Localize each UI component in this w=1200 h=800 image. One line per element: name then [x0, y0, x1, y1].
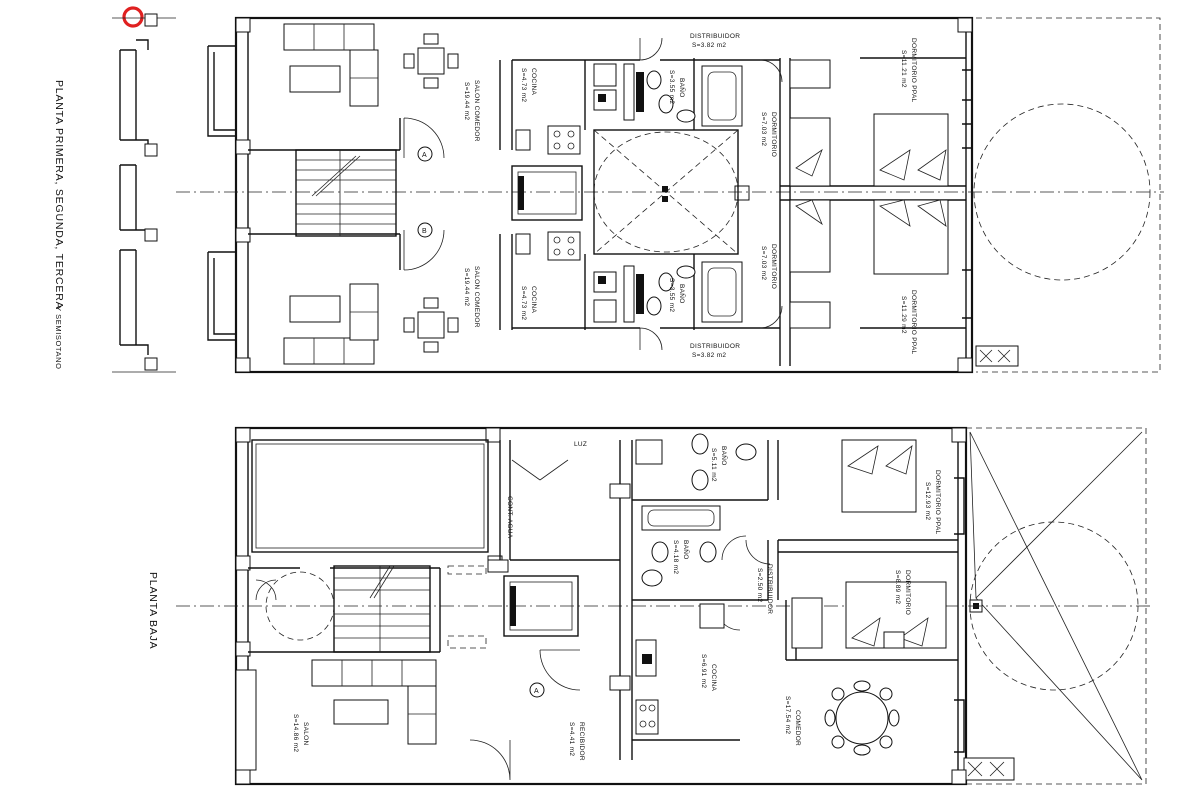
label-dist-b-name: DISTRIBUIDOR — [690, 343, 740, 350]
label-cocina-b-area: S=4.73 m2 — [520, 286, 527, 320]
label-bano2-name: BAÑO — [682, 540, 691, 560]
upper-room-labels: SALON COMEDOR S=19.44 m2 COCINA S=4.73 m… — [463, 33, 917, 359]
upper-elevator — [511, 165, 583, 221]
label-dorm-a-name: DORMITORIO — [770, 112, 777, 157]
label-bano-b-area: S=3.55 m2 — [668, 278, 675, 312]
label-ppal-b-name: DORMITORIO PPAL — [910, 290, 917, 355]
label-cocina-b-name: COCINA — [530, 286, 537, 313]
label-ppal-b-area: S=11.29 m2 — [900, 296, 907, 334]
upper-plan-title-sub: Y SEMISOTANO — [54, 306, 63, 370]
upper-light-well — [593, 129, 739, 255]
upper-plan-title-main: PLANTA PRIMERA, SEGUNDA, TERCERA — [53, 80, 65, 309]
label-dist-b-area: S=3.82 m2 — [692, 352, 726, 359]
label-cocina-a-area: S=4.73 m2 — [520, 68, 527, 102]
upper-living-furniture-b — [283, 283, 459, 365]
label-cocina-a-name: COCINA — [530, 68, 537, 95]
label-dorm-a-area: S=7.03 m2 — [760, 112, 767, 146]
lower-living-furniture — [235, 559, 509, 771]
upper-bath-fixtures — [593, 63, 743, 323]
label-dorm-b-area: S=7.03 m2 — [760, 246, 767, 280]
label-dorm2-name: DORMITORIO — [904, 570, 911, 615]
upper-bedroom-furniture — [789, 59, 949, 329]
label-recibidor-area: S=4.41 m2 — [568, 722, 575, 756]
label-cont-agua: CONT. AGUA — [506, 496, 513, 539]
upper-staircase — [295, 149, 397, 237]
door-marker-b: B — [422, 228, 427, 235]
door-marker-a: A — [422, 152, 427, 159]
lower-floor-plan: A — [176, 426, 1150, 786]
label-salon-area: S=14.86 m2 — [292, 714, 299, 752]
lower-plan-title: PLANTA BAJA — [147, 572, 159, 649]
lower-elevator — [503, 575, 579, 637]
label-dorm1-area: S=12.93 m2 — [924, 482, 931, 520]
label-salon-b-area: S=19.44 m2 — [463, 268, 470, 306]
label-dist-name: DISTRIBUIDOR — [766, 564, 773, 614]
upper-plan-title: PLANTA PRIMERA, SEGUNDA, TERCERA Y SEMIS… — [53, 80, 65, 370]
lower-kitchen-fixtures — [609, 483, 725, 735]
lower-room-labels: SALON S=14.86 m2 RECIBIDOR S=4.41 m2 COC… — [292, 441, 941, 761]
label-dist-area: S=2.50 m2 — [756, 568, 763, 602]
label-dist-a-area: S=3.82 m2 — [692, 42, 726, 49]
label-dist-a-name: DISTRIBUIDOR — [690, 33, 740, 40]
door-marker-ground: A — [534, 688, 539, 695]
label-salon-name: SALON — [302, 722, 309, 746]
label-bano-a-area: S=3.55 m2 — [668, 70, 675, 104]
lower-bedroom-furniture — [791, 439, 947, 649]
label-salon-b-name: SALON COMEDOR — [473, 266, 480, 328]
upper-living-furniture-a — [283, 23, 459, 107]
lower-dining-table — [824, 680, 900, 756]
label-dorm-b-name: DORMITORIO — [770, 244, 777, 289]
upper-left-facade — [112, 13, 176, 373]
lower-bath-fixtures — [635, 433, 757, 587]
label-ppal-a-name: DORMITORIO PPAL — [910, 38, 917, 103]
label-cocina-area: S=6.91 m2 — [700, 654, 707, 688]
label-ppal-a-area: S=11.21 m2 — [900, 50, 907, 88]
label-dorm2-area: S=8.89 m2 — [894, 570, 901, 604]
label-bano1-name: BAÑO — [720, 446, 729, 466]
label-recibidor-name: RECIBIDOR — [578, 722, 585, 761]
label-bano-a-name: BAÑO — [678, 78, 687, 98]
label-bano2-area: S=4.18 m2 — [672, 540, 679, 574]
label-cocina-name: COCINA — [710, 664, 717, 691]
red-marker-icon — [122, 6, 144, 28]
label-bano-b-name: BAÑO — [678, 284, 687, 304]
lower-staircase — [333, 565, 431, 653]
lower-pool — [251, 439, 489, 553]
label-comedor-name: COMEDOR — [794, 710, 801, 746]
label-dorm1-name: DORMITORIO PPAL — [934, 470, 941, 535]
label-salon-a-area: S=19.44 m2 — [463, 82, 470, 120]
label-comedor-area: S=17.54 m2 — [784, 696, 791, 734]
upper-envelope — [234, 16, 974, 374]
upper-kitchen-fixtures — [515, 125, 581, 261]
label-luz: LUZ — [574, 441, 587, 448]
upper-floor-plan: A B — [112, 13, 1164, 374]
label-salon-a-name: SALON COMEDOR — [473, 80, 480, 142]
label-bano1-area: S=5.11 m2 — [710, 448, 717, 482]
